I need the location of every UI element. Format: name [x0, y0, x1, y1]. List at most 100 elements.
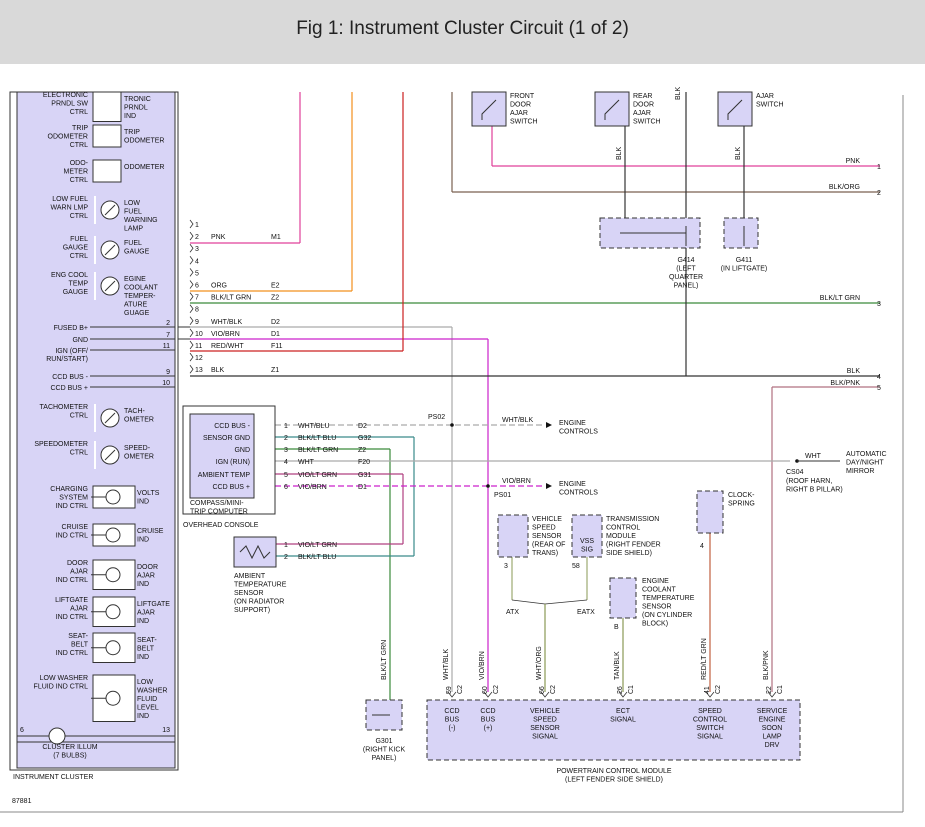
wire-color-label: RED/WHT: [211, 343, 244, 350]
ground-g414-label: (LEFT: [676, 266, 696, 273]
connector-bracket: [189, 316, 194, 326]
cluster-pin-label: IGN (OFF/: [55, 348, 88, 355]
cluster-indicator-label: LEVEL: [137, 705, 159, 712]
cluster-ctrl-label: SEAT-: [68, 633, 88, 640]
edge-connector-number: 2: [877, 190, 881, 197]
connector-bracket: [540, 691, 550, 698]
pcm-pin-label: SIGNAL: [697, 734, 723, 741]
pcm-connector-id: C2: [550, 685, 557, 694]
sensor-pin-number: 1: [284, 542, 288, 549]
rear-door-ajar-switch-label: REAR: [633, 93, 652, 100]
cluster-ctrl-label: CTRL: [70, 450, 88, 457]
cluster-ctrl-label: LOW WASHER: [40, 675, 88, 682]
cluster-indicator-label: GUAGE: [124, 310, 150, 317]
compass-name: COMPASS/MINI-: [190, 500, 244, 507]
cluster-ctrl-label: CTRL: [70, 253, 88, 260]
ect-pin: B: [614, 624, 619, 631]
cluster-pin-number: 10: [162, 380, 170, 387]
circuit-code-label: G32: [358, 435, 371, 442]
connector-pin-number: 13: [195, 367, 203, 374]
vss-label: VEHICLE: [532, 516, 562, 523]
ect-sensor: [609, 577, 637, 619]
cluster-ctrl-label: CRUISE: [62, 524, 89, 531]
auto-mirror-label: DAY/NIGHT: [846, 460, 884, 467]
compass-pin-number: 6: [284, 484, 288, 491]
tcm-label: (RIGHT FENDER: [606, 542, 661, 549]
connector-bracket: [189, 292, 194, 301]
cluster-indicator-label: AJAR: [137, 573, 155, 580]
cluster-name: INSTRUMENT CLUSTER: [13, 774, 93, 781]
pcm-pin-number: 60: [482, 686, 489, 694]
cluster-ctrl-label: TEMP: [69, 281, 89, 288]
pcm-connector-id: C2: [493, 685, 500, 694]
wire-color-label: BLK: [847, 368, 861, 375]
cluster-pin-label: RUN/START): [46, 356, 88, 363]
cluster-indicator-label: ODOMETER: [124, 164, 164, 171]
compass-module: [189, 413, 255, 499]
compass-pin-number: 3: [284, 447, 288, 454]
wire-color-label: BLK/LT GRN: [211, 295, 251, 302]
pcm-name: (LEFT FENDER SIDE SHIELD): [565, 777, 663, 784]
pcm-pin-label: CONTROL: [693, 717, 727, 724]
cluster-indicator-label: LAMP: [124, 226, 143, 233]
pcm-pin-label: LAMP: [762, 734, 781, 741]
engine-controls-label: ENGINE: [559, 420, 586, 427]
wire-color-label: VIO/LT GRN: [298, 542, 337, 549]
cluster-ctrl-label: GAUGE: [63, 289, 89, 296]
transmission-control-module: [571, 514, 603, 558]
tcm-label: MODULE: [606, 533, 636, 540]
connector-bracket: [189, 280, 194, 289]
illum-bulb-icon: [48, 727, 66, 745]
vss-label: (REAR OF: [532, 542, 565, 549]
cluster-ctrl-label: CTRL: [70, 109, 88, 116]
edge-connector-number: 3: [877, 301, 881, 308]
connector-bracket: [189, 231, 194, 241]
connector-bracket: [618, 691, 628, 698]
pcm-connector-id: C2: [457, 685, 464, 694]
tcm-pin: 58: [572, 563, 580, 570]
circuit-code-label: Z2: [358, 447, 366, 454]
cluster-indicator-label: LIFTGATE: [137, 601, 170, 608]
cluster-indicator-label: IND: [137, 581, 149, 588]
ground-g301-label: (RIGHT KICK: [363, 747, 406, 754]
circuit-code-label: F11: [271, 343, 283, 350]
cluster-indicator-label: TRONIC: [124, 96, 151, 103]
ground-g414-label: G414: [677, 257, 694, 264]
circuit-code-label: Z1: [271, 367, 279, 374]
cluster-ctrl-label: LOW FUEL: [52, 196, 88, 203]
front-door-ajar-switch: [471, 91, 507, 127]
display-box: [92, 124, 122, 148]
rear-door-ajar-switch-label: AJAR: [633, 110, 651, 117]
compass-pin-label: CCD BUS +: [212, 484, 250, 491]
cluster-ctrl-label: WARN LMP: [51, 205, 89, 212]
pcm-pin-label: BUS: [481, 717, 496, 724]
pcm-pin-number: 22: [766, 686, 773, 694]
atx-label: ATX: [506, 609, 519, 616]
compass-name: TRIP COMPUTER: [190, 509, 248, 516]
tcm-label: TRANSMISSION: [606, 516, 659, 523]
cluster-ctrl-label: METER: [64, 169, 89, 176]
cluster-indicator-label: IND: [137, 537, 149, 544]
sensor-pin-number: 2: [284, 554, 288, 561]
pcm-pin-label: (-): [449, 725, 456, 732]
atx-eatx-join: [511, 599, 588, 605]
circuit-code-label: M1: [271, 234, 281, 241]
liftgate-ajar-switch: [717, 91, 753, 127]
ambient-sensor-label: SENSOR: [234, 590, 264, 597]
splice-ps01: PS01: [494, 492, 511, 499]
connector-bracket: [189, 364, 194, 374]
wire-color-label: BLK/PNK: [830, 380, 860, 387]
rear-door-ajar-switch-label: SWITCH: [633, 119, 661, 126]
splice-cs04-desc: (ROOF HARN,: [786, 478, 832, 485]
ambient-sensor-label: TEMPERATURE: [234, 582, 287, 589]
wire-color-label: ORG: [211, 283, 227, 290]
cluster-ctrl-label: TRIP: [72, 125, 88, 132]
connector-bracket: [447, 691, 457, 698]
wire-color-label: WHT/BLK: [502, 417, 533, 424]
clockspring-pin: 4: [700, 543, 704, 550]
ground-g411-label: G411: [736, 257, 753, 264]
cluster-ctrl-label: AJAR: [70, 606, 88, 613]
cluster-ctrl-label: FUEL: [70, 236, 88, 243]
ect-sensor-label: BLOCK): [642, 621, 668, 628]
